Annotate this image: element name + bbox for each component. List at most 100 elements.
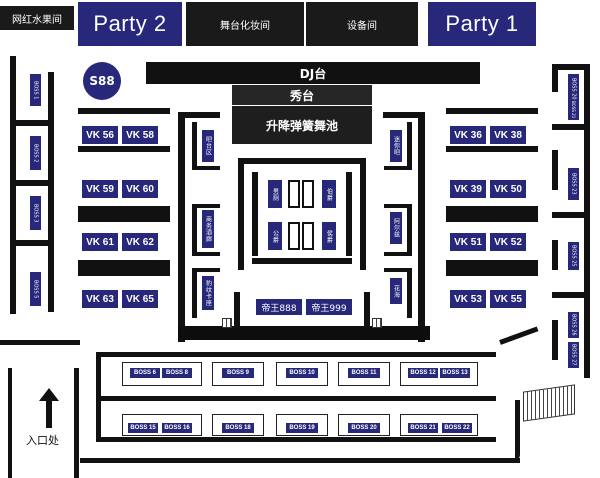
- table-vk-36-label: VK 36: [454, 129, 482, 141]
- booth-alzi-label: 阿尔兹: [392, 218, 400, 238]
- room-party-2-label: Party 2: [93, 11, 167, 36]
- left-boss-div-1: [10, 120, 54, 126]
- center-left-wall: [238, 158, 244, 270]
- booth-mini-bar[interactable]: 迷你吧: [390, 130, 402, 162]
- table-diwang-999[interactable]: 帝王999: [306, 299, 352, 315]
- center-inner-right: [346, 172, 352, 256]
- left-boss-div-2: [10, 180, 54, 186]
- boss-right-a[interactable]: BOSS 20: [568, 74, 579, 104]
- boss-right-b[interactable]: BOSS 21: [568, 100, 579, 120]
- booth-flower-sea[interactable]: 花海: [390, 278, 402, 304]
- right-boss-inner-3: [552, 240, 558, 270]
- booth-bar-area-label: 吧台区: [204, 136, 212, 156]
- right-boss-inner-4: [552, 320, 558, 360]
- boss-19[interactable]: BOSS 19: [286, 423, 318, 433]
- boss-15[interactable]: BOSS 15: [128, 423, 158, 433]
- table-diwang-888[interactable]: 帝王888: [256, 299, 302, 315]
- right-boss-inner-1: [552, 64, 558, 92]
- table-vk-55-label: VK 55: [494, 293, 522, 305]
- room-wanghong-fruit[interactable]: 网红水果间: [0, 6, 74, 30]
- table-vk-53[interactable]: VK 53: [450, 290, 486, 308]
- boss-9[interactable]: BOSS 9: [222, 368, 254, 378]
- boss-6-label: BOSS 6: [133, 370, 156, 376]
- room-earl[interactable]: 伯爵: [322, 180, 336, 208]
- boss-5[interactable]: BOSS 5: [30, 272, 41, 306]
- boss-20-lower[interactable]: BOSS 20: [348, 423, 380, 433]
- table-vk-61-label: VK 61: [86, 236, 114, 248]
- table-vk-65[interactable]: VK 65: [122, 290, 158, 308]
- boss-right-e[interactable]: BOSS 26: [568, 312, 579, 338]
- booth-leopard[interactable]: 豹纹卡座: [202, 276, 214, 310]
- table-vk-62[interactable]: VK 62: [122, 233, 158, 251]
- stage-dj-bar[interactable]: DJ台: [146, 62, 480, 84]
- boss-11[interactable]: BOSS 11: [348, 368, 380, 378]
- table-vk-50[interactable]: VK 50: [490, 180, 526, 198]
- stage-lifting-dance-floor[interactable]: 升降弹簧舞池: [232, 106, 372, 144]
- room-duke[interactable]: 公爵: [268, 222, 282, 250]
- room-equipment[interactable]: 设备间: [306, 2, 418, 46]
- boss-3-label: BOSS 3: [32, 203, 39, 223]
- boss-right-f[interactable]: BOSS 27: [568, 342, 579, 368]
- left-boss-div-3: [10, 240, 54, 246]
- stairs-small-left: [222, 318, 232, 328]
- table-vk-51[interactable]: VK 51: [450, 233, 486, 251]
- boss-16-label: BOSS 16: [164, 425, 190, 431]
- table-vk-59[interactable]: VK 59: [82, 180, 118, 198]
- boss-3[interactable]: BOSS 3: [30, 196, 41, 230]
- entrance-top-wall: [0, 340, 80, 345]
- booth-bar-area-frame-b: [192, 166, 220, 170]
- boss-9-label: BOSS 9: [226, 370, 249, 376]
- boss-13[interactable]: BOSS 13: [440, 368, 470, 378]
- boss-2[interactable]: BOSS 2: [30, 136, 41, 170]
- table-vk-58[interactable]: VK 58: [122, 126, 158, 144]
- boss-12[interactable]: BOSS 12: [408, 368, 438, 378]
- table-vk-56[interactable]: VK 56: [82, 126, 118, 144]
- boss-11-label: BOSS 11: [351, 370, 377, 376]
- booth-alzi-frame-b: [384, 252, 412, 256]
- boss-8[interactable]: BOSS 8: [162, 368, 192, 378]
- boss-right-f-label: BOSS 27: [570, 344, 577, 366]
- room-stage-makeup[interactable]: 舞台化妆间: [186, 2, 304, 46]
- table-s88[interactable]: S88: [83, 62, 121, 100]
- table-vk-52[interactable]: VK 52: [490, 233, 526, 251]
- table-vk-38[interactable]: VK 38: [490, 126, 526, 144]
- table-vk-39[interactable]: VK 39: [450, 180, 486, 198]
- table-vk-53-label: VK 53: [454, 293, 482, 305]
- room-party-2[interactable]: Party 2: [78, 2, 182, 46]
- boss-10[interactable]: BOSS 10: [286, 368, 318, 378]
- boss-21-lower-label: BOSS 21: [410, 425, 436, 431]
- booth-leopard-label: 豹纹卡座: [204, 280, 212, 306]
- boss-right-d[interactable]: BOSS 25: [568, 242, 579, 270]
- boss-12-label: BOSS 12: [410, 370, 436, 376]
- boss-right-b-label: BOSS 21: [571, 101, 576, 119]
- boss-1[interactable]: BOSS 1: [30, 74, 41, 106]
- booth-alzi[interactable]: 阿尔兹: [390, 212, 402, 244]
- table-vk-63[interactable]: VK 63: [82, 290, 118, 308]
- boss-6[interactable]: BOSS 6: [130, 368, 160, 378]
- booth-mini-bar-label: 迷你吧: [392, 136, 400, 156]
- table-vk-59-label: VK 59: [86, 183, 114, 195]
- table-vk-36[interactable]: VK 36: [450, 126, 486, 144]
- boss-18[interactable]: BOSS 18: [222, 423, 254, 433]
- table-vk-55[interactable]: VK 55: [490, 290, 526, 308]
- boss-22[interactable]: BOSS 22: [442, 423, 472, 433]
- room-mens-toilet[interactable]: 男厕: [268, 180, 282, 208]
- right-boss-outer-wall: [584, 64, 590, 378]
- stage-show-platform[interactable]: 秀台: [232, 85, 372, 105]
- table-vk-63-label: VK 63: [86, 293, 114, 305]
- center-divider-a: [288, 180, 300, 208]
- boss-21-lower[interactable]: BOSS 21: [408, 423, 438, 433]
- table-vk-60[interactable]: VK 60: [122, 180, 158, 198]
- table-vk-61[interactable]: VK 61: [82, 233, 118, 251]
- boss-right-c[interactable]: BOSS 23: [568, 168, 579, 200]
- booth-business-lounge[interactable]: 商务酒廊: [202, 210, 214, 248]
- booth-bar-area[interactable]: 吧台区: [202, 130, 214, 162]
- boss-16[interactable]: BOSS 16: [162, 423, 192, 433]
- boss-5-label: BOSS 5: [32, 279, 39, 299]
- room-party-1[interactable]: Party 1: [428, 2, 536, 46]
- room-marquis[interactable]: 侯爵: [322, 222, 336, 250]
- diwang-right-post: [364, 292, 370, 328]
- room-earl-label: 伯爵: [325, 187, 333, 201]
- boss-right-d-label: BOSS 25: [570, 245, 577, 267]
- vk-left-top-wall: [78, 108, 170, 114]
